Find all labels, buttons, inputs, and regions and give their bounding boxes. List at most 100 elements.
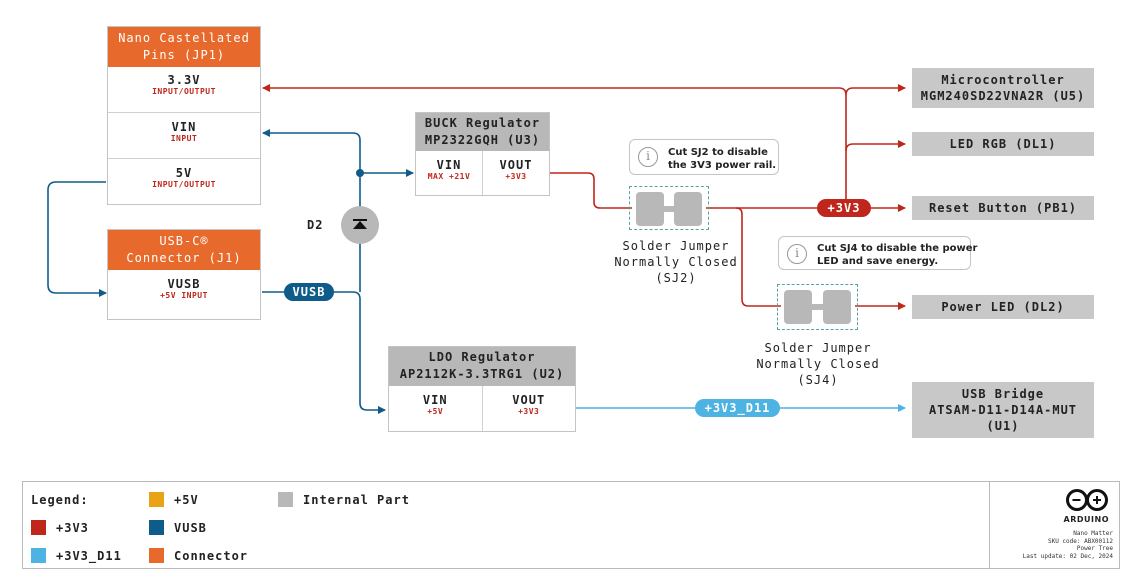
meta-line: Last update: 02 Dec, 2024 — [1022, 552, 1113, 560]
caption-line: Solder Jumper — [622, 239, 730, 253]
wire-buck-to-sj2 — [549, 172, 632, 209]
legend-item-vusb: VUSB — [149, 520, 207, 536]
pin-name: VUSB — [167, 277, 201, 291]
ldo-pins: VIN +5V VOUT +3V3 — [389, 386, 575, 431]
pin-desc: +5V INPUT — [160, 291, 208, 300]
legend-label: VUSB — [174, 521, 207, 535]
legend-item-internal: Internal Part — [278, 492, 410, 508]
target-power-led: Power LED (DL2) — [912, 295, 1094, 319]
buck-regulator: BUCK Regulator MP2322GQH (U3) VIN MAX +2… — [415, 112, 550, 196]
legend-title: Legend: — [31, 493, 89, 507]
target-led-rgb: LED RGB (DL1) — [912, 132, 1094, 156]
jumper-bridge — [812, 304, 823, 310]
legend-swatch — [31, 520, 46, 535]
jumper-pad — [636, 192, 664, 226]
target-line: ATSAM-D11-D14A-MUT — [928, 403, 1078, 417]
jumper-pad — [823, 290, 851, 324]
sj2-caption: Solder Jumper Normally Closed (SJ2) — [596, 238, 756, 286]
legend-label: +3V3 — [56, 521, 89, 535]
info-icon: i — [638, 147, 658, 167]
target-line: (U1) — [986, 419, 1020, 433]
target-line: USB Bridge — [961, 387, 1045, 401]
legend-label: +3V3_D11 — [56, 549, 122, 563]
diode-symbol-icon — [353, 219, 367, 229]
ldo-title-line2: AP2112K-3.3TRG1 (U2) — [399, 367, 565, 381]
wire-diode-path — [262, 129, 361, 292]
brand-meta: Nano Matter SKU code: ABX00112 Power Tre… — [1023, 530, 1113, 560]
legend-swatch — [149, 548, 164, 563]
jumper-bridge — [664, 206, 674, 212]
legend-label: Internal Part — [303, 493, 410, 507]
pin-desc: +3V3 — [505, 172, 527, 181]
legend-item-3v3-d11: +3V3_D11 — [31, 548, 122, 564]
jp1-pin-vin: VIN INPUT — [108, 112, 260, 158]
sj2-note-text: Cut SJ2 to disable the 3V3 power rail. — [668, 146, 776, 172]
target-line: Reset Button (PB1) — [928, 201, 1078, 215]
meta-line: Power Tree — [1076, 545, 1113, 552]
jp1-title-line2: Pins (JP1) — [142, 48, 226, 62]
solder-jumper-sj4 — [777, 284, 858, 330]
wire-5v-loop — [47, 181, 107, 297]
jp1-connector: Nano Castellated Pins (JP1) 3.3V INPUT/O… — [107, 26, 261, 205]
net-label-3v3: +3V3 — [817, 199, 871, 217]
jp1-title-line1: Nano Castellated — [118, 31, 250, 45]
diode-d2 — [341, 206, 379, 244]
pin-desc: INPUT/OUTPUT — [152, 180, 216, 189]
wire-to-jp1-3v3 — [262, 84, 847, 96]
brand-name: ARDUINO — [1063, 515, 1109, 524]
caption-line: Solder Jumper — [764, 341, 872, 355]
jumper-pad — [674, 192, 702, 226]
pin-name: VIN — [436, 158, 462, 172]
note-line: Cut SJ2 to disable — [668, 147, 768, 158]
ldo-regulator: LDO Regulator AP2112K-3.3TRG1 (U2) VIN +… — [388, 346, 576, 432]
buck-title-line2: MP2322GQH (U3) — [424, 133, 541, 147]
meta-line: SKU code: ABX00112 — [1047, 537, 1113, 545]
buck-pins: VIN MAX +21V VOUT +3V3 — [416, 151, 549, 195]
j1-connector: USB-C® Connector (J1) VUSB +5V INPUT — [107, 229, 261, 320]
note-line: the 3V3 power rail. — [668, 160, 777, 171]
sj4-caption: Solder Jumper Normally Closed (SJ4) — [738, 340, 898, 388]
pin-name: 3.3V — [167, 73, 201, 87]
diode-label: D2 — [307, 218, 324, 232]
caption-line: (SJ2) — [655, 271, 697, 285]
target-reset-button: Reset Button (PB1) — [912, 196, 1094, 220]
jumper-pad — [784, 290, 812, 324]
ldo-title-line1: LDO Regulator — [428, 350, 536, 364]
pin-desc: MAX +21V — [427, 172, 471, 181]
legend-label: Connector — [174, 549, 249, 563]
target-line: LED RGB (DL1) — [949, 137, 1057, 151]
buck-vout: VOUT +3V3 — [482, 151, 549, 195]
caption-line: (SJ4) — [797, 373, 839, 387]
pin-desc: INPUT/OUTPUT — [152, 87, 216, 96]
sj2-note: i Cut SJ2 to disable the 3V3 power rail. — [629, 139, 779, 175]
pin-name: 5V — [175, 166, 193, 180]
pin-desc: INPUT — [170, 134, 198, 143]
target-line: Microcontroller — [941, 73, 1065, 87]
j1-title-line1: USB-C® — [159, 234, 209, 248]
solder-jumper-sj2 — [629, 186, 709, 230]
ldo-vin: VIN +5V — [389, 386, 482, 431]
legend-swatch — [31, 548, 46, 563]
legend-item-connector: Connector — [149, 548, 248, 564]
jp1-pin-5v: 5V INPUT/OUTPUT — [108, 158, 260, 204]
pin-desc: +5V — [427, 407, 444, 416]
sj4-note-text: Cut SJ4 to disable the power LED and sav… — [817, 242, 978, 268]
pin-desc: +3V3 — [518, 407, 540, 416]
pin-name: VOUT — [499, 158, 533, 172]
caption-line: Normally Closed — [614, 255, 738, 269]
wire-to-led-rgb — [845, 140, 906, 152]
target-usb-bridge: USB Bridge ATSAM-D11-D14A-MUT (U1) — [912, 382, 1094, 438]
buck-title-line1: BUCK Regulator — [424, 116, 541, 130]
buck-vin: VIN MAX +21V — [416, 151, 482, 195]
legend-item-3v3: +3V3 — [31, 520, 89, 536]
ldo-vout: VOUT +3V3 — [481, 386, 576, 431]
jp1-header: Nano Castellated Pins (JP1) — [108, 27, 260, 67]
legend-swatch — [278, 492, 293, 507]
jp1-pin-3v3: 3.3V INPUT/OUTPUT — [108, 67, 260, 112]
target-line: Power LED (DL2) — [941, 300, 1065, 314]
target-line: MGM240SD22VNA2R (U5) — [920, 89, 1086, 103]
pin-name: VIN — [422, 393, 448, 407]
legend-swatch — [149, 520, 164, 535]
pin-name: VIN — [171, 120, 197, 134]
wire-vusb-to-ldo — [262, 291, 386, 414]
